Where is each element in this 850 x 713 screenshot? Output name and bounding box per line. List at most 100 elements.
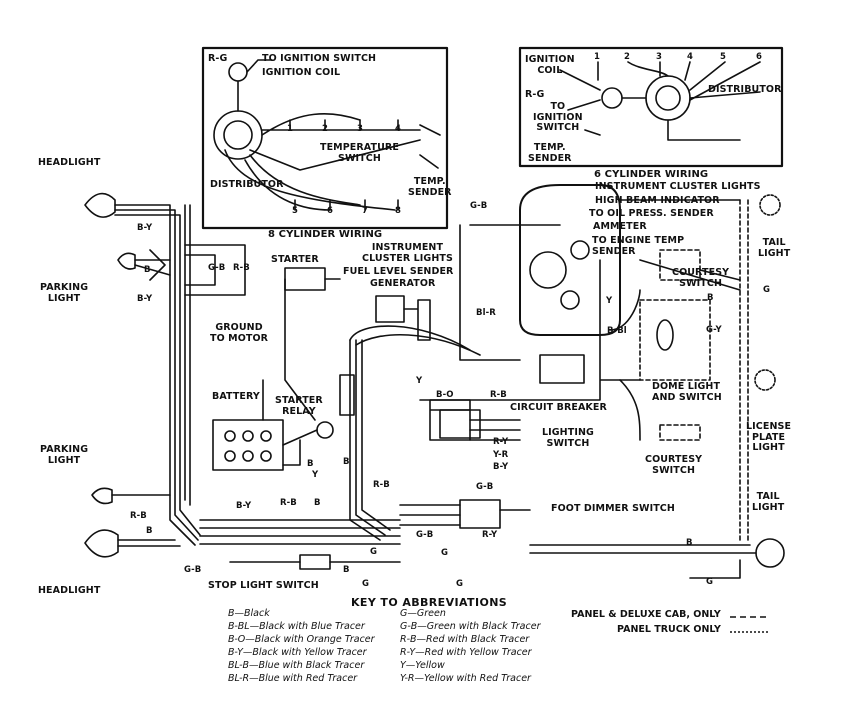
tail-light-bottom-label: TAIL LIGHT bbox=[752, 491, 785, 513]
stop-light-switch-label: STOP LIGHT SWITCH bbox=[208, 580, 319, 591]
high-beam-indicator-label: HIGH BEAM INDICATOR bbox=[595, 195, 720, 206]
key-title: KEY TO ABBREVIATIONS bbox=[351, 596, 508, 609]
inset6-cyl-4: 4 bbox=[687, 52, 694, 62]
courtesy-switch-bottom-label: COURTESY SWITCH bbox=[645, 454, 703, 476]
relay-terminal-box bbox=[339, 374, 355, 416]
inset6-cyl-5: 5 bbox=[720, 52, 727, 62]
wire-code: B bbox=[343, 565, 350, 575]
key-entry: B-Y—Black with Yellow Tracer bbox=[228, 647, 367, 658]
inset8-cyl-6: 6 bbox=[327, 206, 334, 216]
inset6-rg-code: R-G bbox=[525, 89, 545, 100]
wire-code: Y bbox=[416, 376, 423, 386]
wire-code: Y bbox=[606, 296, 613, 306]
inset8-cyl-4: 4 bbox=[395, 124, 402, 134]
inset6-cyl-6: 6 bbox=[756, 52, 763, 62]
key-entry: BL-B—Blue with Black Tracer bbox=[228, 660, 365, 671]
inset6-to-ignition-switch: TO IGNITION SWITCH bbox=[533, 101, 583, 133]
wire-code: Y bbox=[312, 470, 319, 480]
inset6-cyl-3: 3 bbox=[656, 52, 663, 62]
headlight-top-shell bbox=[84, 192, 116, 218]
inset-6-cylinder-frame bbox=[518, 46, 784, 168]
wire-code: B bbox=[146, 526, 153, 536]
dome-light-and-switch-label: DOME LIGHT AND SWITCH bbox=[652, 381, 722, 403]
instrument-cluster-lights-right-label: INSTRUMENT CLUSTER LIGHTS bbox=[595, 181, 761, 192]
key-entry: Y—Yellow bbox=[400, 660, 445, 671]
wire-code: G-B bbox=[476, 482, 494, 492]
inset8-cyl-2: 2 bbox=[322, 124, 329, 134]
wire-code: B-Y bbox=[137, 294, 153, 304]
license-plate-light bbox=[754, 369, 776, 391]
key-entry: B—Black bbox=[228, 608, 270, 619]
starter-relay-label: STARTER RELAY bbox=[275, 395, 323, 417]
inset8-distributor: DISTRIBUTOR bbox=[210, 179, 284, 190]
key-entry: BL-R—Blue with Red Tracer bbox=[228, 673, 358, 684]
wire-code: B bbox=[707, 293, 714, 303]
courtesy-switch-top-label: COURTESY SWITCH bbox=[672, 267, 730, 289]
dome-light bbox=[656, 319, 674, 351]
wire-code: G-B bbox=[470, 201, 488, 211]
wire-code: B-Y bbox=[137, 223, 153, 233]
circuit-breaker-box bbox=[539, 354, 585, 384]
lighting-switch-box bbox=[439, 409, 481, 439]
wire-code: R-B bbox=[130, 511, 147, 521]
key-entry: R-B—Red with Black Tracer bbox=[400, 634, 530, 645]
legend-panel-deluxe: PANEL & DELUXE CAB, ONLY bbox=[571, 609, 721, 620]
wire-code: G-B bbox=[416, 530, 434, 540]
wire-code: B bbox=[307, 459, 314, 469]
legend-panel-truck: PANEL TRUCK ONLY bbox=[617, 624, 721, 635]
wire-code: B-O bbox=[436, 390, 454, 400]
wire-code: G-B bbox=[184, 565, 202, 575]
starter-label: STARTER bbox=[271, 254, 319, 265]
inset8-to-ignition-switch: TO IGNITION SWITCH bbox=[262, 53, 377, 64]
wire-code: B bbox=[343, 457, 350, 467]
wire-code: G-B bbox=[208, 263, 226, 273]
wire-code: G bbox=[362, 579, 370, 589]
key-entry: B-BL—Black with Blue Tracer bbox=[228, 621, 365, 632]
battery-label: BATTERY bbox=[212, 391, 260, 402]
headlight-bottom-shell bbox=[84, 529, 119, 558]
tail-light-top bbox=[759, 194, 781, 216]
inset8-cyl-8: 8 bbox=[395, 206, 402, 216]
wire-code: G bbox=[706, 577, 714, 587]
generator-label: GENERATOR bbox=[370, 278, 436, 289]
inset8-rg-code: R-G bbox=[208, 53, 228, 64]
fuel-level-sender-label: FUEL LEVEL SENDER bbox=[343, 266, 454, 277]
wire-code: B bbox=[314, 498, 321, 508]
key-entry: G—Green bbox=[400, 608, 446, 619]
inset-8-cylinder-frame bbox=[201, 46, 449, 230]
wire-code: R-Y bbox=[493, 437, 509, 447]
wire-code: R-B bbox=[490, 390, 507, 400]
wire-code: B-Y bbox=[236, 501, 252, 511]
inset6-title: 6 CYLINDER WIRING bbox=[594, 169, 709, 180]
to-oil-press-sender-label: TO OIL PRESS. SENDER bbox=[589, 208, 714, 219]
instrument-cluster-outline bbox=[519, 184, 621, 336]
circuit-breaker-label: CIRCUIT BREAKER bbox=[510, 402, 607, 413]
inset8-title: 8 CYLINDER WIRING bbox=[268, 229, 383, 240]
wire-code: B-Y bbox=[493, 462, 509, 472]
instrument-cluster-lights-left-label: INSTRUMENT CLUSTER LIGHTS bbox=[362, 242, 453, 264]
key-entry: G-B—Green with Black Tracer bbox=[400, 621, 541, 632]
parking-light-bottom-label: PARKING LIGHT bbox=[40, 444, 89, 466]
foot-dimmer-switch-label: FOOT DIMMER SWITCH bbox=[551, 503, 675, 514]
wire-code: G-Y bbox=[706, 325, 722, 335]
ammeter-label: AMMETER bbox=[593, 221, 647, 232]
wire-code: Bl-R bbox=[476, 308, 496, 318]
key-entry: Y-R—Yellow with Red Tracer bbox=[400, 673, 531, 684]
wire-code: G bbox=[456, 579, 464, 589]
wire-code: Y-R bbox=[493, 450, 509, 460]
inset6-temp-sender: TEMP. SENDER bbox=[528, 142, 572, 164]
wire-code: G bbox=[763, 285, 771, 295]
parking-light-bottom-shell bbox=[91, 487, 113, 505]
wire-code: B bbox=[686, 538, 693, 548]
tail-light-top-label: TAIL LIGHT bbox=[758, 237, 791, 259]
lighting-switch-label: LIGHTING SWITCH bbox=[542, 427, 594, 449]
parking-light-top-shell bbox=[117, 252, 136, 270]
inset8-cyl-1: 1 bbox=[287, 124, 294, 134]
wire-code: R-B bbox=[233, 263, 250, 273]
headlight-bottom-label: HEADLIGHT bbox=[38, 585, 101, 596]
wire-code: R-B bbox=[280, 498, 297, 508]
wire-code: B-Bl bbox=[607, 326, 627, 336]
key-entry: R-Y—Red with Yellow Tracer bbox=[400, 647, 532, 658]
